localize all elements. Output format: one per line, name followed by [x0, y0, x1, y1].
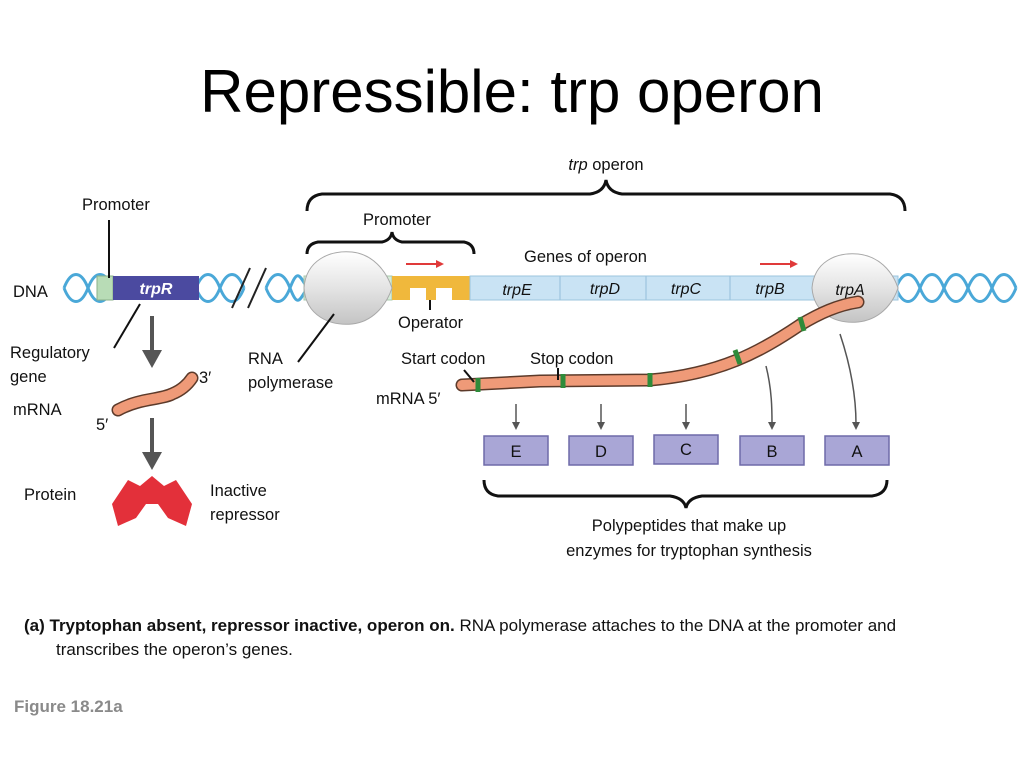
polypeptide-box-C: [653, 434, 719, 465]
codon-marks: [475, 316, 807, 392]
gene-trpE-label: trpE: [502, 282, 532, 299]
translation-arrows: [512, 333, 860, 430]
polypeptide-B-label: B: [766, 443, 777, 461]
three-prime-label: 3′: [199, 369, 211, 387]
stop-codon-label: Stop codon: [530, 350, 613, 368]
polypeptides-label-line2: enzymes for tryptophan synthesis: [566, 542, 812, 560]
polypeptide-box-D: [568, 435, 634, 466]
regulatory-gene-label-line2: gene: [10, 368, 47, 386]
inactive-repressor-shape: [112, 476, 192, 526]
figure-caption: (a) Tryptophan absent, repressor inactiv…: [24, 614, 954, 662]
transcription-direction-arrows: [406, 260, 798, 268]
operon-mrna-strand: [455, 295, 865, 392]
regulatory-gene-label-line1: Regulatory: [10, 344, 91, 362]
gene-trpD-label: trpD: [590, 281, 621, 298]
gene-trpC-label: trpC: [671, 281, 702, 298]
inactive-repressor-label-line1: Inactive: [210, 482, 267, 500]
polypeptide-box-A: [824, 435, 890, 466]
polypeptide-box-E: [483, 435, 549, 466]
rna-polymerase-left: [303, 251, 393, 325]
caption-bold: (a) Tryptophan absent, repressor inactiv…: [24, 616, 455, 635]
gene-trpB-label: trpB: [755, 281, 785, 298]
trpR-gene-box: [113, 276, 199, 300]
start-codon-label: Start codon: [401, 350, 485, 368]
polypeptide-boxes: [483, 434, 890, 466]
trpR-gene-label: trpR: [140, 281, 173, 298]
promoter-left-label: Promoter: [82, 196, 150, 214]
operator-label: Operator: [398, 314, 464, 332]
polypeptide-E-label: E: [510, 443, 521, 461]
rna-polymerase-label-line1: RNA: [248, 350, 283, 368]
protein-label: Protein: [24, 486, 76, 504]
genes-of-operon-label: Genes of operon: [524, 248, 647, 266]
regulatory-mrna-fill: [113, 373, 197, 415]
slide-title: Repressible: trp operon: [200, 58, 824, 125]
caption-text: RNA polymerase attaches to the DNA at th…: [56, 616, 897, 659]
five-prime-label: 5′: [96, 416, 108, 434]
codon-pointers: [463, 368, 559, 383]
polypeptides-brace: [482, 479, 889, 509]
operator-box: [392, 276, 470, 300]
gene-trpA-label: trpA: [835, 282, 864, 299]
trp-operon-brace: [305, 179, 907, 212]
promoter-operon-brace: [305, 231, 476, 255]
mrna-left-label: mRNA: [13, 401, 62, 419]
polypeptide-box-B: [739, 435, 805, 466]
dna-helix: [62, 273, 1018, 303]
rna-polymerase-label-line2: polymerase: [248, 374, 333, 392]
mrna-right-label: mRNA 5′: [376, 390, 441, 408]
pointer-lines: [108, 220, 431, 363]
polypeptide-A-label: A: [851, 443, 862, 461]
polypeptides-label-line1: Polypeptides that make up: [592, 517, 786, 535]
inactive-repressor-label-line2: repressor: [210, 506, 280, 524]
promoter-left-box: [96, 275, 114, 301]
figure-number-label: Figure 18.21a: [14, 697, 123, 716]
polypeptide-D-label: D: [595, 443, 607, 461]
operon-mrna-fill: [457, 297, 863, 390]
dna-label: DNA: [13, 283, 48, 301]
trp-operon-label: trp operon: [568, 156, 643, 174]
promoter-operon-label: Promoter: [363, 211, 431, 229]
dna-break-marks: [231, 267, 267, 309]
polypeptide-C-label: C: [680, 441, 692, 459]
regulatory-pathway-arrows: [142, 316, 162, 470]
